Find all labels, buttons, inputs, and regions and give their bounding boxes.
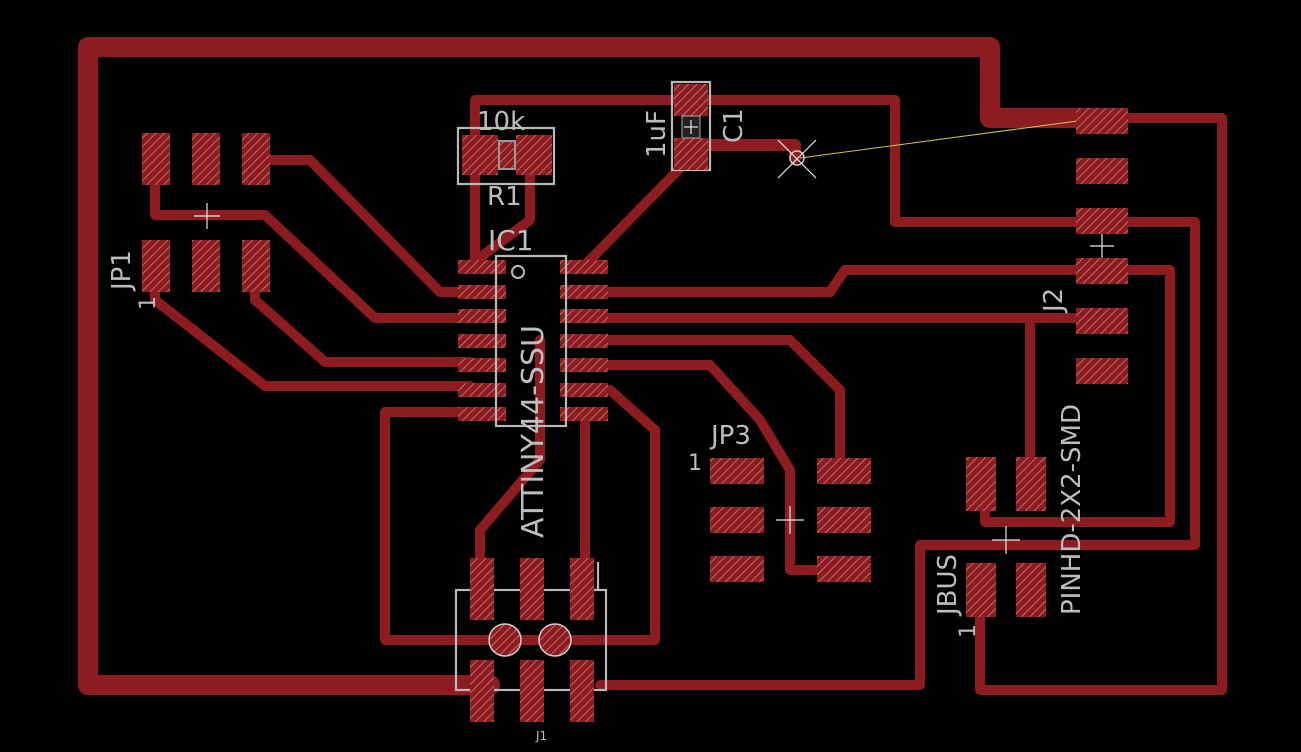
jp1-pin1-label: 1: [136, 296, 161, 310]
jp1-pad: [142, 133, 170, 185]
j2-name-label: J2: [1039, 288, 1069, 314]
jp1-pad: [242, 133, 270, 185]
via-icon: [777, 139, 817, 179]
jp1-name-label: JP1: [107, 250, 137, 292]
ic1-name-label: IC1: [488, 224, 534, 257]
ground-ring-trace: [78, 37, 1110, 695]
j1-name-label: J1: [535, 729, 547, 743]
j2-value-label: PINHD-2X2-SMD: [1057, 404, 1087, 615]
c1-name-label: C1: [719, 108, 749, 143]
jp3-pin1-label: 1: [688, 451, 702, 476]
jp1-pad: [192, 133, 220, 185]
r1-resistor[interactable]: [456, 126, 556, 186]
j2-connector[interactable]: [1076, 108, 1128, 384]
ic1-chip[interactable]: [458, 254, 608, 428]
j1-connector[interactable]: [454, 558, 608, 722]
crosshair-icon: [776, 506, 804, 534]
ic1-value-label: ATTINY44-SSU: [516, 325, 551, 538]
ic1-right-pins: [560, 260, 608, 421]
jp3-header[interactable]: [710, 458, 871, 582]
jp1-header[interactable]: [142, 133, 270, 292]
jbus-connector[interactable]: [966, 457, 1046, 617]
jp1-pad: [142, 240, 170, 292]
r1-name-label: R1: [487, 182, 522, 212]
crosshair-icon: [194, 203, 220, 229]
r1-value-label: 10k: [477, 107, 525, 137]
drill-hole-icon: [488, 623, 572, 657]
jp1-pad: [242, 240, 270, 292]
ic1-left-pins: [458, 260, 506, 421]
c1-value-label: 1uF: [642, 110, 672, 158]
crosshair-icon: [992, 526, 1020, 554]
jp3-name-label: JP3: [709, 421, 751, 451]
c1-capacitor[interactable]: [670, 80, 712, 172]
jbus-name-label: JBUS: [933, 554, 963, 617]
airwire: [799, 117, 1101, 159]
jp1-pad: [192, 240, 220, 292]
jbus-pin1-label: 1: [956, 624, 981, 638]
crosshair-icon: [1090, 234, 1114, 258]
